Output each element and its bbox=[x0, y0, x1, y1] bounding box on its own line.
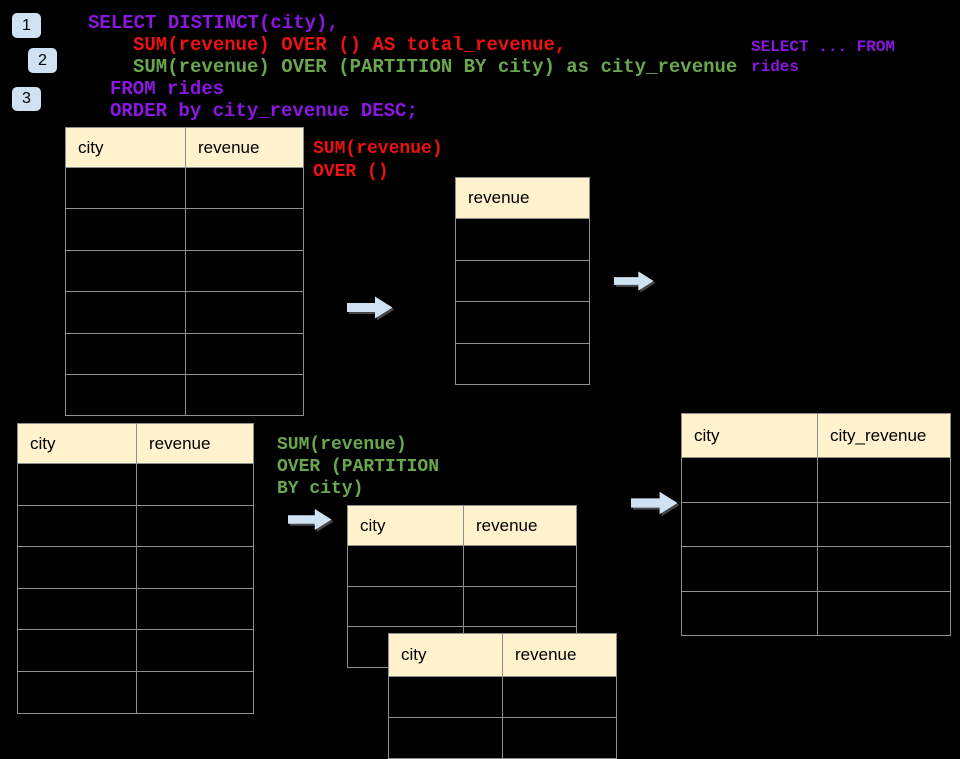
table-total-revenue: revenue bbox=[455, 177, 590, 385]
column-header: city bbox=[348, 506, 464, 546]
table-cell bbox=[503, 677, 617, 718]
table-cell bbox=[66, 168, 186, 210]
table-cell bbox=[818, 458, 951, 503]
table-cell bbox=[137, 547, 254, 589]
column-header: city bbox=[682, 414, 818, 458]
step-badge-1: 1 bbox=[12, 13, 41, 38]
sql-window-function-diagram: 1 2 3 SELECT DISTINCT(city), SUM(revenue… bbox=[12, 12, 951, 759]
table-cell bbox=[186, 374, 304, 417]
step-badge-3-label: 3 bbox=[22, 90, 31, 107]
column-header: city bbox=[389, 634, 503, 677]
table-cell bbox=[66, 333, 186, 375]
table-cell bbox=[389, 718, 503, 759]
column-header: city bbox=[66, 128, 186, 168]
table-cell bbox=[389, 677, 503, 718]
table-cell bbox=[66, 292, 186, 334]
table-cell bbox=[66, 250, 186, 293]
table-cell bbox=[18, 630, 137, 672]
table-cell bbox=[464, 586, 577, 628]
label-total-over-line1: SUM(revenue) bbox=[313, 139, 443, 159]
table-cell bbox=[66, 374, 186, 417]
table-cell bbox=[186, 168, 304, 210]
arrow-to-result-table-icon bbox=[631, 491, 678, 515]
table-cell bbox=[818, 591, 951, 636]
side-code-select-from: SELECT ... FROM bbox=[751, 38, 896, 56]
sql-line-select: SELECT DISTINCT(city), bbox=[88, 12, 339, 34]
table-cell bbox=[682, 458, 818, 503]
sql-line-city-revenue: SUM(revenue) OVER (PARTITION BY city) as… bbox=[133, 56, 738, 78]
table-cell bbox=[137, 671, 254, 714]
table-cell bbox=[137, 505, 254, 548]
table-cell bbox=[18, 671, 137, 714]
table-cell bbox=[137, 630, 254, 672]
table-cell bbox=[456, 302, 590, 344]
table-cell bbox=[503, 718, 617, 759]
sql-line-from: FROM rides bbox=[110, 78, 225, 100]
column-header: revenue bbox=[456, 178, 590, 219]
table-cell bbox=[348, 586, 464, 628]
step-badge-2-label: 2 bbox=[38, 51, 47, 69]
table-cell bbox=[682, 547, 818, 592]
table-cell bbox=[186, 333, 304, 375]
table-cell bbox=[18, 464, 137, 506]
column-header: revenue bbox=[186, 128, 304, 168]
label-partition-line1: SUM(revenue) bbox=[277, 435, 407, 455]
table-cell bbox=[818, 502, 951, 547]
column-header: revenue bbox=[137, 424, 254, 464]
table-cell bbox=[682, 502, 818, 547]
table-cell bbox=[137, 464, 254, 506]
table-cell bbox=[186, 209, 304, 251]
table-cell bbox=[456, 219, 590, 261]
table-cell bbox=[818, 547, 951, 592]
table-cell bbox=[18, 505, 137, 548]
column-header: revenue bbox=[503, 634, 617, 677]
table-cell bbox=[18, 547, 137, 589]
column-header: city_revenue bbox=[818, 414, 951, 458]
column-header: city bbox=[18, 424, 137, 464]
table-cell bbox=[186, 250, 304, 293]
step-badge-3: 3 bbox=[12, 87, 41, 111]
sql-line-order-by: ORDER by city_revenue DESC; bbox=[110, 100, 418, 122]
table-cell bbox=[186, 292, 304, 334]
table-cell bbox=[348, 546, 464, 587]
label-total-over-line2: OVER () bbox=[313, 162, 389, 182]
column-header: revenue bbox=[464, 506, 577, 546]
table-cell bbox=[18, 588, 137, 631]
label-partition-line3: BY city) bbox=[277, 479, 364, 499]
arrow-to-partition-table-icon bbox=[288, 508, 332, 531]
label-partition-line2: OVER (PARTITION bbox=[277, 457, 440, 477]
table-cell bbox=[137, 588, 254, 631]
table-cell bbox=[66, 209, 186, 251]
sql-line-total-revenue: SUM(revenue) OVER () AS total_revenue, bbox=[133, 34, 567, 56]
arrow-to-total-table-icon bbox=[347, 296, 393, 319]
step-badge-2: 2 bbox=[28, 48, 57, 73]
table-cell bbox=[456, 260, 590, 302]
step-badge-1-label: 1 bbox=[22, 16, 31, 34]
arrow-from-total-table-icon bbox=[611, 271, 657, 291]
side-code-rides: rides bbox=[751, 58, 800, 76]
table-cell bbox=[464, 546, 577, 587]
table-cell bbox=[456, 343, 590, 385]
table-cell bbox=[682, 591, 818, 636]
